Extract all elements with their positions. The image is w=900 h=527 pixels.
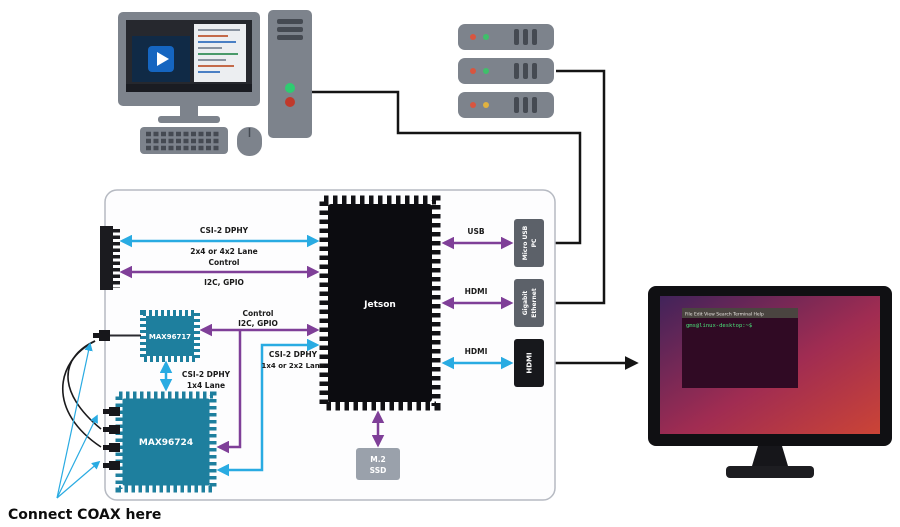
- ethernet-label-1: Gigabit: [522, 291, 529, 316]
- coax-connector-4: [109, 461, 120, 470]
- terminal-titlebar: [682, 308, 798, 318]
- label-csi-top-1: CSI-2 DPHY: [200, 226, 249, 235]
- jetson-label: Jetson: [363, 300, 396, 310]
- terminal-menubar: File Edit View Search Terminal Help: [685, 312, 764, 318]
- pc-tower-icon: [268, 10, 312, 138]
- server-unit-1: [458, 24, 554, 50]
- coax-cable-1: [62, 340, 102, 448]
- link-csi-mid: [216, 338, 320, 477]
- caption-arrow-3: [56, 460, 101, 499]
- max96724-deserializer: MAX96724: [115, 391, 217, 493]
- port-gigabit-ethernet: Gigabit Ethernet: [514, 279, 544, 327]
- jetson-module: Jetson: [319, 195, 441, 411]
- workstation-pc: [118, 10, 312, 156]
- carrier-board: Jetson MAX96717 MAX96724: [62, 189, 556, 501]
- pc-monitor-icon: [118, 12, 260, 123]
- caption-arrow-2: [56, 414, 98, 499]
- max96724-label: MAX96724: [139, 438, 193, 448]
- csi-camera-connector: [100, 226, 120, 290]
- display-stand-base: [726, 466, 814, 478]
- server-unit-2: [458, 58, 554, 84]
- monitor-neck: [180, 106, 198, 116]
- ssd-label-2: SSD: [370, 466, 387, 475]
- server-unit-3: [458, 92, 554, 118]
- play-icon: [157, 52, 169, 66]
- label-csi-mid-1: CSI-2 DPHY: [269, 350, 318, 359]
- display-monitor: File Edit View Search Terminal Help gms@…: [648, 286, 892, 478]
- power-led: [285, 83, 295, 93]
- m2-ssd: M.2 SSD: [356, 410, 400, 480]
- caption-connect-coax: Connect COAX here: [8, 507, 161, 523]
- label-csi-serdes-1: CSI-2 DPHY: [182, 370, 231, 379]
- microusb-label-1: Micro USB: [522, 225, 529, 260]
- coax-connector-1: [109, 407, 120, 416]
- monitor-base: [158, 116, 220, 123]
- pc-mouse-icon: [237, 127, 262, 156]
- coax-connector-2: [109, 425, 120, 434]
- ssd-label-1: M.2: [370, 455, 386, 464]
- label-hdmi-mid: HDMI: [465, 287, 488, 296]
- server-stack-icon: [458, 24, 554, 118]
- ethernet-label-2: Ethernet: [531, 288, 538, 318]
- port-hdmi: HDMI: [514, 339, 544, 387]
- cable-pc-to-microusb: [312, 90, 582, 245]
- display-stand-neck: [752, 446, 788, 466]
- cable-servers-to-ethernet: [548, 69, 606, 305]
- coax-connectors-deserializer: [103, 407, 120, 470]
- microusb-label-2: PC: [531, 238, 538, 247]
- coax-connector-serializer: [93, 330, 141, 341]
- label-control-mid-2: I2C, GPIO: [238, 319, 278, 328]
- terminal-window: File Edit View Search Terminal Help gms@…: [682, 308, 798, 388]
- coax-cable-2: [67, 340, 102, 430]
- label-csi-serdes-2: 1x4 Lane: [187, 381, 225, 390]
- label-control-top-1: Control: [208, 258, 239, 267]
- label-control-top-2: I2C, GPIO: [204, 278, 244, 287]
- code-editor-panel: [194, 24, 246, 82]
- taskbar: [126, 84, 252, 92]
- label-csi-top-2: 2x4 or 4x2 Lane: [190, 247, 258, 256]
- pc-keyboard-icon: [140, 127, 228, 154]
- label-control-mid-1: Control: [242, 309, 273, 318]
- label-hdmi-out: HDMI: [465, 347, 488, 356]
- hdd-led: [285, 97, 295, 107]
- terminal-prompt: gms@linux-desktop:~$: [686, 323, 752, 329]
- hdmi-port-label: HDMI: [526, 352, 534, 373]
- label-csi-mid-2: 1x4 or 2x2 Lane: [262, 362, 325, 370]
- port-micro-usb: Micro USB PC: [514, 219, 544, 267]
- coax-connector-3: [109, 443, 120, 452]
- caption-arrow-1: [56, 342, 93, 499]
- label-usb: USB: [467, 227, 484, 236]
- coax-caption-group: Connect COAX here: [8, 342, 161, 523]
- max96717-serializer: MAX96717: [140, 310, 200, 362]
- max96717-label: MAX96717: [149, 333, 191, 341]
